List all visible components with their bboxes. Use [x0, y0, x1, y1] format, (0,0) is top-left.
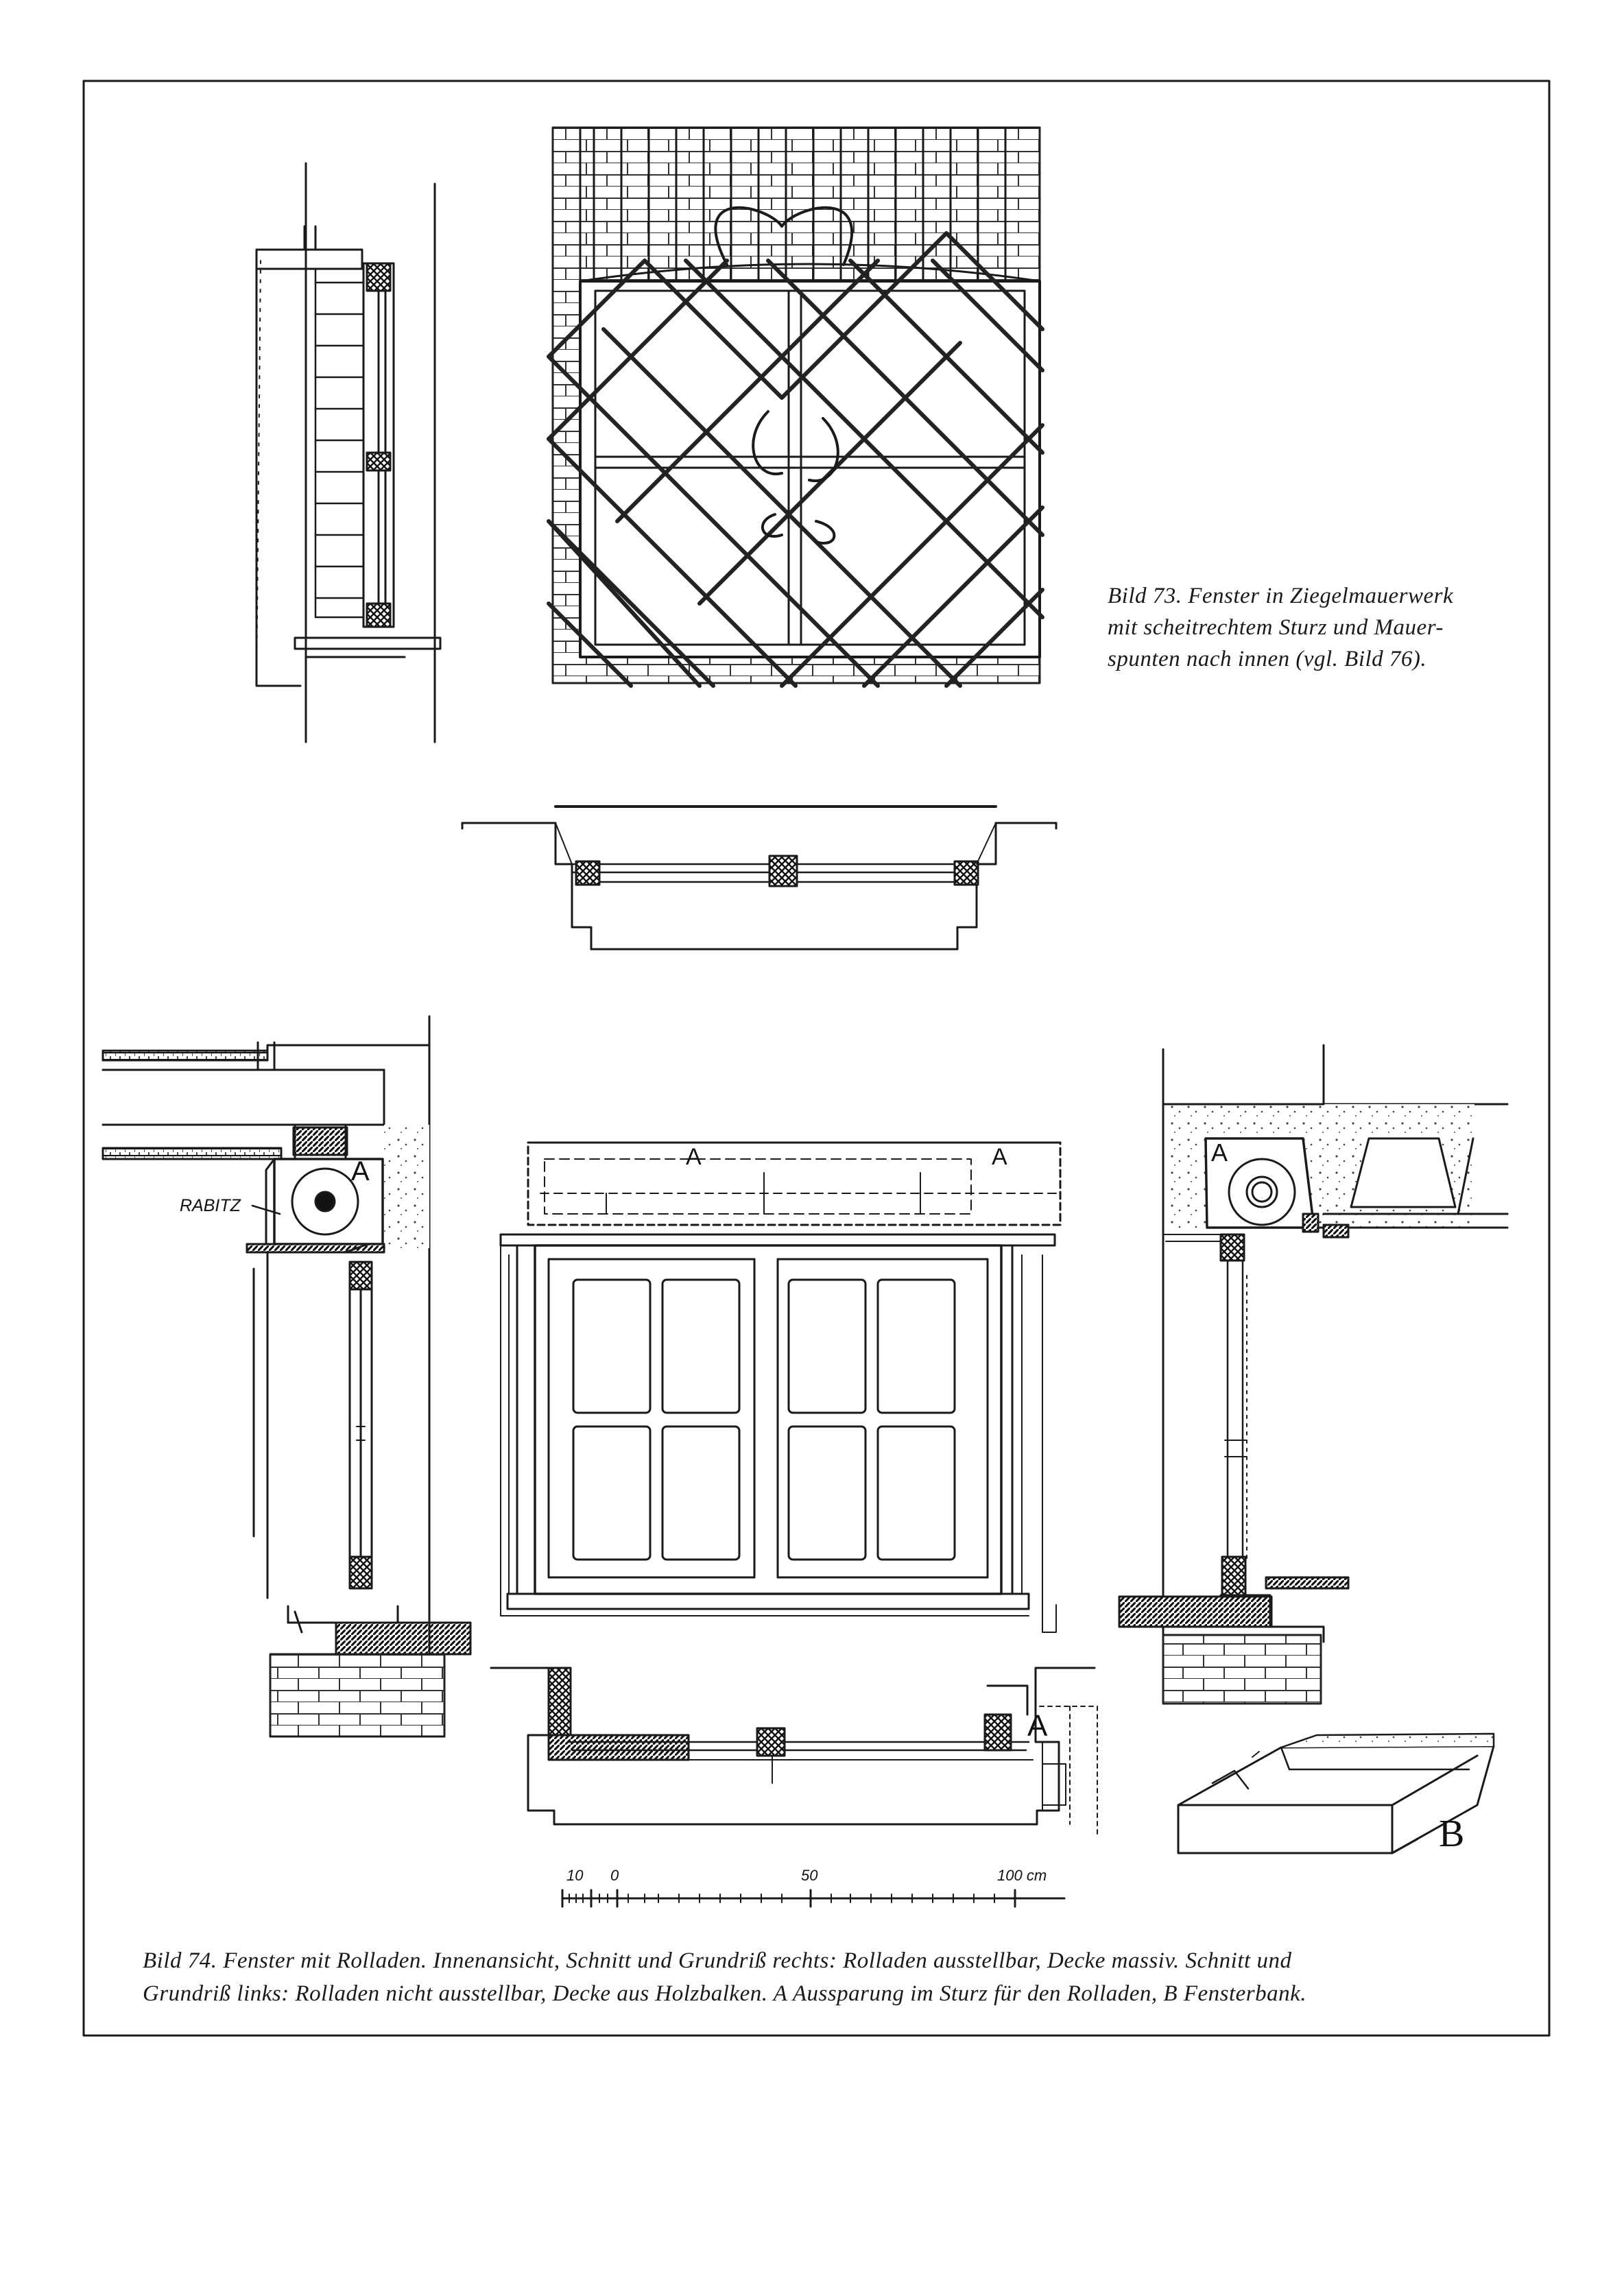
fig74-sill-detail-b: [1177, 1732, 1495, 1854]
caption-bild-74: Bild 74. Fenster mit Rolladen. Innenansi…: [143, 1944, 1504, 2010]
scale-tick-50: 50: [801, 1867, 818, 1884]
label-a-right-box: A: [1211, 1138, 1228, 1167]
caption-73-line: mit scheitrechtem Sturz und Mauer-: [1108, 615, 1444, 640]
caption-bild-73: Bild 73. Fenster in Ziegelmauerwerk mit …: [1108, 580, 1547, 675]
caption-73-line: Bild 73. Fenster in Ziegelmauerwerk: [1108, 584, 1454, 608]
fig74-scale-bar: [561, 1889, 1066, 1908]
label-b-sill: B: [1439, 1813, 1465, 1855]
fig74-interior-elevation: [499, 1141, 1062, 1633]
label-a-recess-right: A: [992, 1144, 1007, 1170]
caption-74-line: Grundriß links: Rolladen nicht ausstellb…: [143, 1981, 1307, 2006]
scale-tick-10: 10: [566, 1867, 584, 1884]
plate-frame: [82, 80, 1551, 2037]
caption-74-line: Bild 74. Fenster mit Rolladen. Innenansi…: [143, 1948, 1292, 1973]
rabitz-leader: [251, 1204, 281, 1215]
scale-tick-0: 0: [610, 1867, 619, 1884]
caption-73-line: spunten nach innen (vgl. Bild 76).: [1108, 647, 1427, 671]
label-a-plan: A: [1027, 1709, 1048, 1743]
label-a-recess-left: A: [686, 1144, 702, 1170]
fig73-vertical-section: [255, 162, 442, 743]
fig73-plan-section: [461, 805, 1058, 951]
fig73-elevation: [547, 126, 1044, 688]
label-a-left-box: A: [351, 1156, 370, 1186]
fig74-right-section: [1118, 1044, 1509, 1705]
fig74-plan: [490, 1667, 1098, 1839]
label-rabitz: RABITZ: [180, 1196, 241, 1215]
scale-tick-100cm: 100 cm: [997, 1867, 1047, 1884]
fig74-left-section: [102, 1015, 472, 1738]
